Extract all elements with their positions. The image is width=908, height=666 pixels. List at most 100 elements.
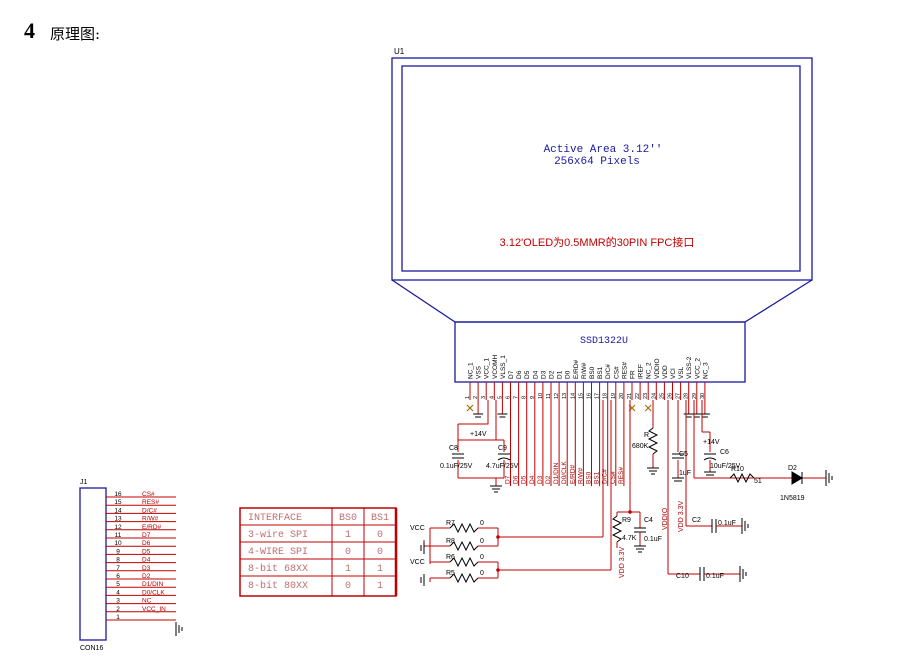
r5-ref: R5 — [446, 570, 455, 577]
pin-number-label: 6 — [506, 396, 512, 399]
c9-ref: C9 — [498, 445, 507, 452]
connector-net-label: D3 — [142, 565, 151, 572]
pin-number-label: 20 — [619, 393, 625, 399]
table-cell: 1 — [345, 564, 351, 575]
connector-part: CON16 — [80, 645, 103, 652]
panel-ref: U1 — [394, 47, 405, 56]
connector-net-label: D7 — [142, 532, 151, 539]
connector-pin-number: 1 — [116, 614, 120, 621]
pin-number-label: 1 — [465, 396, 471, 399]
c2-ref: C2 — [692, 517, 701, 524]
connector-pin-number: 11 — [115, 532, 122, 539]
connector-pin-number: 4 — [116, 589, 120, 596]
pin-name-label: D2 — [549, 370, 556, 379]
section-number: 4 — [24, 18, 35, 43]
table-header-cell: INTERFACE — [248, 513, 302, 524]
pin-name-label: NC_1 — [468, 362, 475, 379]
connector-pin-number: 7 — [116, 565, 120, 572]
table-header-cell: BS0 — [339, 513, 357, 524]
pin-name-label: VLSS_1 — [500, 355, 507, 379]
c10-value: 0.1uF — [706, 573, 724, 580]
pin-name-label: R/W# — [581, 362, 588, 379]
c4-value: 0.1uF — [644, 536, 662, 543]
connector-pin-number: 8 — [116, 557, 120, 564]
d2-ref: D2 — [788, 465, 797, 472]
pin-number-label: 26 — [668, 393, 674, 399]
c5-value: 1uF — [679, 470, 691, 477]
bus-net-label: D2 — [545, 475, 552, 484]
bus-net-label: D4 — [529, 475, 536, 484]
bus-net-label: BS1 — [594, 471, 601, 484]
table-cell: 1 — [377, 581, 383, 592]
pin-number-label: 21 — [627, 393, 633, 399]
pin-number-label: 29 — [692, 393, 698, 399]
pin-number-label: 10 — [538, 393, 544, 399]
bs0-junction — [496, 535, 500, 539]
vddio-label: VDDIO — [662, 507, 669, 530]
pixels-label: 256x64 Pixels — [554, 156, 640, 168]
connector-pin-number: 14 — [114, 507, 122, 514]
connector-pin-number: 6 — [116, 573, 120, 580]
vdd33-label-a: VDD 3.3V — [678, 501, 685, 532]
pin-name-label: BS1 — [597, 366, 604, 379]
d2-value: 1N5819 — [780, 495, 805, 502]
connector-pin-number: 3 — [116, 598, 120, 605]
pin-name-label: NC_2 — [646, 362, 653, 379]
pin-number-label: 30 — [700, 393, 706, 399]
pin-number-label: 25 — [659, 393, 665, 399]
pin-number-label: 8 — [522, 396, 528, 399]
pin-number-label: 17 — [595, 393, 601, 399]
bus-net-label: D7 — [505, 475, 512, 484]
r10-value: 51 — [754, 478, 762, 485]
c6-value: 10uF/25V — [710, 463, 741, 470]
vcc-label-2: VCC — [410, 559, 425, 566]
connector-net-label: D0/CLK — [142, 589, 165, 596]
bus-net-label: E/RD# — [569, 464, 576, 484]
bs1-junction — [496, 568, 500, 572]
connector-net-label: D6 — [142, 540, 151, 547]
c4-ref: C4 — [644, 517, 653, 524]
r9-ref: R9 — [622, 517, 631, 524]
pin-number-label: 4 — [489, 396, 495, 399]
r8-ref: R8 — [446, 538, 455, 545]
r8-value: 0 — [480, 538, 484, 545]
connector-net-label: CS# — [142, 491, 155, 498]
pin-name-label: D/C# — [605, 364, 612, 379]
connector-net-label: D1/DIN — [142, 581, 164, 588]
connector-pin-number: 2 — [116, 606, 120, 613]
table-cell: 0 — [377, 547, 383, 558]
pin-name-label: VDDIO — [654, 358, 661, 379]
c8-ref: C8 — [449, 445, 458, 452]
oled-panel — [391, 57, 813, 383]
r5-value: 0 — [480, 570, 484, 577]
connector-pin-number: 10 — [114, 540, 122, 547]
pin-number-label: 27 — [676, 393, 682, 399]
table-cell: 3-wire SPI — [248, 529, 308, 541]
bus-net-label: CS# — [610, 471, 617, 484]
bus-net-label: D/C# — [602, 469, 609, 484]
c2-value: 0.1uF — [718, 520, 736, 527]
vcc-label-1: VCC — [410, 525, 425, 532]
connector-pin-number: 12 — [114, 524, 122, 531]
table-cell: 4-WIRE SPI — [248, 547, 308, 558]
bus-net-label: D5 — [521, 475, 528, 484]
connector-net-label: D4 — [142, 557, 151, 564]
bs-resistor-network — [420, 400, 612, 586]
pin-layer: NC_11VSS2VCC_13VCOMH4VLSS_15D76D67D58D49… — [465, 355, 710, 418]
vdd33-label-b: VDD 3.3V — [619, 547, 626, 578]
connector-ref: J1 — [80, 479, 88, 486]
connector-net-label: R/W# — [142, 516, 159, 523]
table-cell: 0 — [345, 581, 351, 592]
pin-name-label: VCOMH — [492, 355, 499, 380]
pin-number-label: 9 — [530, 396, 536, 399]
connector-pin-number: 9 — [116, 548, 120, 555]
pin-name-label: BS0 — [589, 366, 596, 379]
pin-number-label: 28 — [684, 393, 690, 399]
pin-name-label: VSS — [476, 365, 483, 379]
p14-right: +14V — [703, 439, 720, 446]
pin-name-label: RES# — [621, 362, 628, 379]
pin-number-label: 12 — [554, 393, 560, 399]
r7-value: 0 — [480, 520, 484, 527]
pin-number-label: 18 — [603, 393, 609, 399]
